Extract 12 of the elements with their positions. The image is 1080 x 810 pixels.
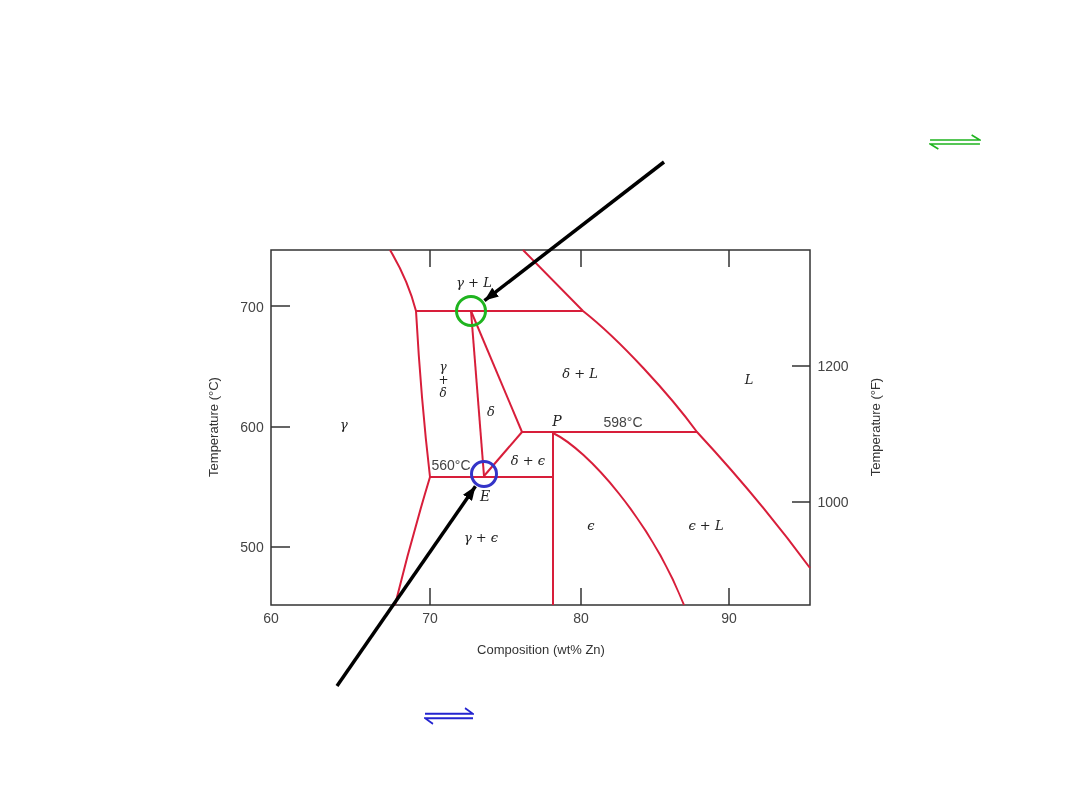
tick-label: 1200 xyxy=(817,359,849,373)
axis-title: Temperature (°C) xyxy=(206,377,220,477)
tick-label: 80 xyxy=(573,611,589,625)
tick-label: 60 xyxy=(263,611,279,625)
axis-title: Temperature (°F) xyxy=(868,377,882,477)
tick-label: 70 xyxy=(422,611,438,625)
tick-label: 600 xyxy=(240,420,264,434)
tick-label: 1000 xyxy=(817,495,849,509)
tick-label: 700 xyxy=(240,300,264,314)
tick-label: 90 xyxy=(721,611,737,625)
tick-label: 500 xyxy=(240,540,264,554)
axis-title: Composition (wt% Zn) xyxy=(477,642,605,656)
